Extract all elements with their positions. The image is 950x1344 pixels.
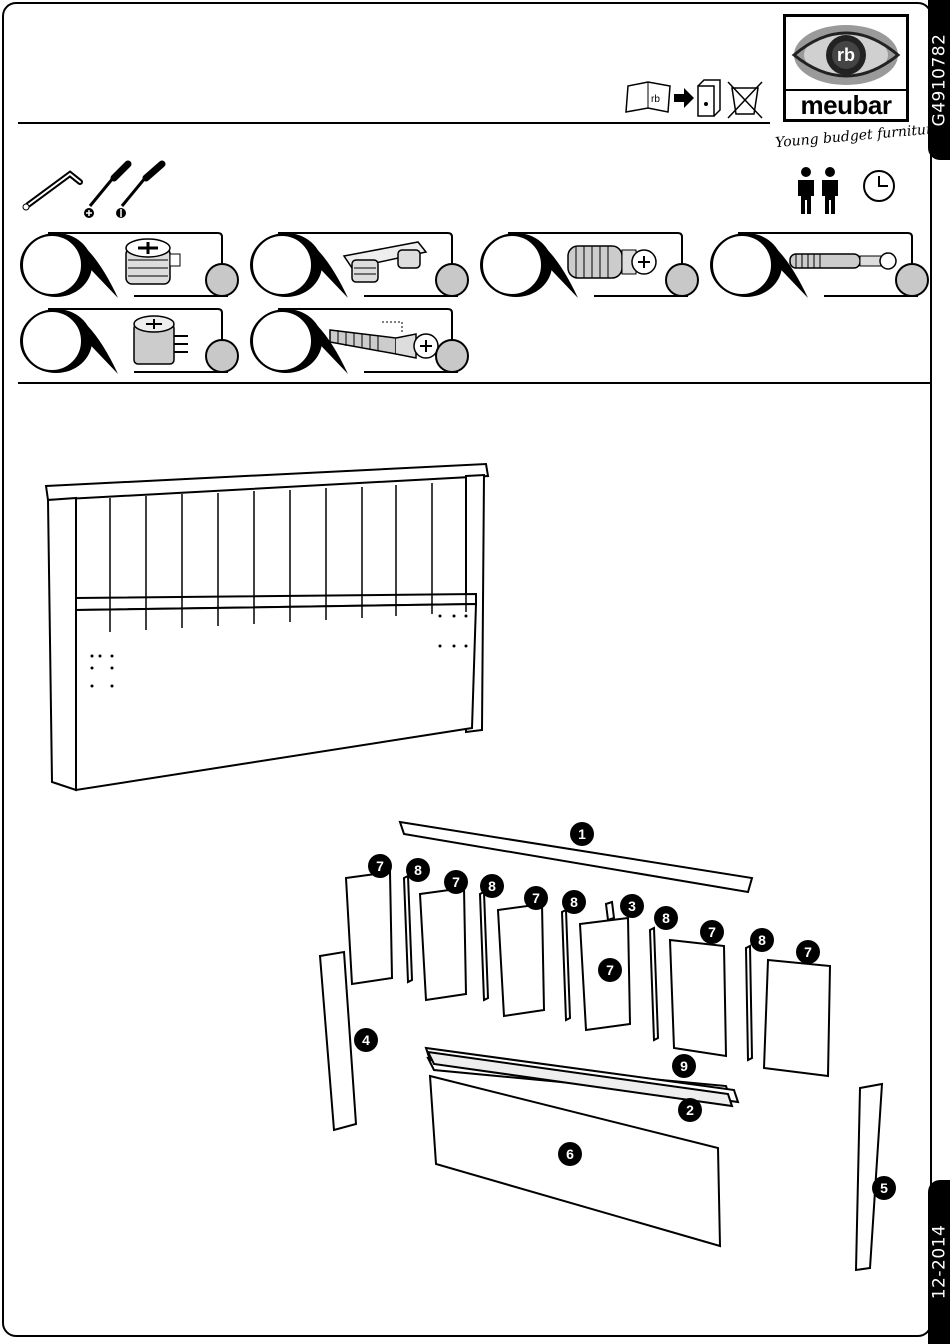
callout-label: 7 (708, 924, 716, 940)
part-4-left-leg (320, 952, 356, 1130)
callout-label: 5 (880, 1180, 888, 1196)
part-7-slat (346, 872, 392, 984)
quantity-circle (252, 311, 312, 371)
no-washing-icon (728, 82, 762, 118)
eye-logo-icon: rb (786, 17, 906, 93)
arrow-right-icon (674, 88, 694, 108)
manual-icon: rb (626, 82, 670, 112)
part-8-strip (746, 946, 752, 1060)
hardware-rule (18, 382, 930, 384)
cam-lock-icon (126, 239, 180, 284)
date-label: 12-2014 (929, 1225, 949, 1300)
bag-circle (206, 340, 238, 372)
logo-monogram: rb (837, 45, 855, 65)
hardware-card-long-bolt (708, 232, 930, 300)
folder-icon (698, 80, 720, 116)
callout-label: 7 (804, 944, 812, 960)
part-8-strip (562, 910, 570, 1020)
tools-row (18, 160, 178, 222)
quantity-circle (22, 235, 82, 295)
bag-circle (206, 264, 238, 296)
hardware-card-cam-lock (18, 232, 240, 300)
allen-key-icon (23, 174, 80, 210)
callout-label: 7 (532, 890, 540, 906)
callout-label: 8 (662, 910, 670, 926)
brand-name: meubar (786, 89, 906, 119)
hardware-card-double-cam (248, 232, 470, 300)
product-code: G4910782 (929, 34, 949, 127)
callout-label: 9 (680, 1058, 688, 1074)
part-7-slat (670, 940, 726, 1056)
brand-logo: rb meubar (783, 14, 909, 122)
quantity-circle (712, 235, 772, 295)
quantity-circle (22, 311, 82, 371)
date-tab: 12-2014 (928, 1180, 950, 1344)
callout-label: 8 (488, 878, 496, 894)
bag-circle (436, 264, 468, 296)
hardware-card-cam-bolt (478, 232, 700, 300)
double-cam-connector-icon (344, 242, 426, 282)
part-3-bracket (606, 902, 614, 920)
bag-circle (666, 264, 698, 296)
left-leg (48, 498, 76, 790)
people-time-icons (792, 164, 902, 220)
callout-label: 6 (566, 1146, 574, 1162)
assembled-headboard-illustration (40, 460, 500, 796)
header-rule (18, 122, 770, 124)
hardware-card-cam-housing (18, 308, 240, 376)
callout-label: 8 (758, 932, 766, 948)
callout-label: 8 (414, 862, 422, 878)
callout-label: 1 (578, 826, 586, 842)
callout-label: 3 (628, 898, 636, 914)
part-7-slat (498, 904, 544, 1016)
cam-housing-icon (134, 316, 188, 364)
long-connector-bolt-icon (790, 253, 896, 269)
quantity-circle (482, 235, 542, 295)
clock-icon (864, 171, 894, 201)
part-5-right-leg (856, 1084, 882, 1270)
callout-label: 4 (362, 1032, 370, 1048)
part-7-slat (420, 888, 466, 1000)
part-7-slat (764, 960, 830, 1076)
callout-label: 8 (570, 894, 578, 910)
top-cap (46, 464, 488, 500)
hardware-card-dowel (248, 308, 470, 376)
quantity-circle (252, 235, 312, 295)
bag-circle (896, 264, 928, 296)
part-8-strip (480, 892, 488, 1000)
lower-panel (76, 604, 476, 790)
callout-label: 7 (606, 962, 614, 978)
part-8-strip (404, 876, 412, 982)
callout-label: 2 (686, 1102, 694, 1118)
plastic-dowel-icon (330, 322, 438, 358)
callout-label: 7 (376, 858, 384, 874)
instruction-icons: rb (622, 76, 772, 122)
bag-circle (436, 340, 468, 372)
exploded-view-illustration: 1 7 8 7 8 7 8 3 7 8 7 8 7 4 9 2 6 5 (300, 808, 920, 1338)
two-persons-icon (798, 167, 838, 214)
part-8-strip (650, 928, 658, 1040)
callout-label: 7 (452, 874, 460, 890)
svg-text:rb: rb (651, 94, 660, 105)
cam-bolt-icon (568, 246, 656, 278)
